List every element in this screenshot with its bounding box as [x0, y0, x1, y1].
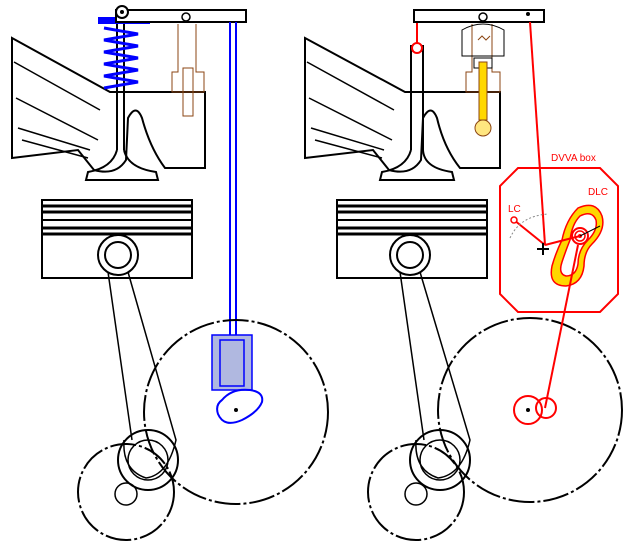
right-engine: DVVA box DLC LC	[304, 9, 623, 541]
right-counterweight-circle	[367, 443, 465, 541]
left-cylinder-head	[11, 36, 206, 173]
dvva-cam-circle-small	[535, 397, 557, 419]
pivot-cross	[537, 243, 549, 255]
dlc-label: DLC	[588, 187, 608, 198]
lc-lever	[513, 219, 546, 246]
right-piston	[336, 199, 488, 279]
dvva-box	[499, 167, 619, 313]
right-cylinder-head	[304, 36, 501, 173]
right-valve	[378, 44, 456, 181]
left-valve-spring	[103, 26, 139, 90]
left-crank-circle	[143, 319, 329, 505]
left-connecting-rod	[107, 271, 177, 479]
left-cam	[216, 388, 264, 424]
lc-pivot	[510, 216, 518, 224]
left-intake-port	[13, 61, 101, 159]
right-rocker-fulcrum	[478, 12, 488, 22]
left-piston	[41, 199, 193, 279]
lc-label: LC	[508, 204, 521, 215]
right-crank-circle	[437, 317, 623, 503]
dvva-output-rod	[544, 244, 579, 409]
dvva-cam-circle-large	[513, 395, 543, 425]
left-big-end	[117, 429, 179, 491]
left-pushrod	[229, 22, 237, 385]
dlc-link	[544, 235, 581, 246]
left-engine	[11, 5, 329, 541]
right-valve-link-joint	[411, 42, 423, 54]
right-connecting-rod	[399, 271, 471, 479]
right-rocker-rod	[529, 21, 546, 246]
left-counterweight-circle	[77, 443, 175, 541]
left-lash-adjuster	[171, 24, 205, 117]
left-rocker-fulcrum	[181, 12, 191, 22]
left-piston-pin	[97, 234, 139, 276]
left-tappet-box	[211, 334, 253, 391]
right-piston-pin	[389, 234, 431, 276]
right-hydraulic-plunger	[474, 61, 492, 137]
dvva-box-label: DVVA box	[551, 153, 596, 164]
left-rocker-arm	[115, 9, 247, 23]
right-intake-port	[306, 61, 395, 159]
